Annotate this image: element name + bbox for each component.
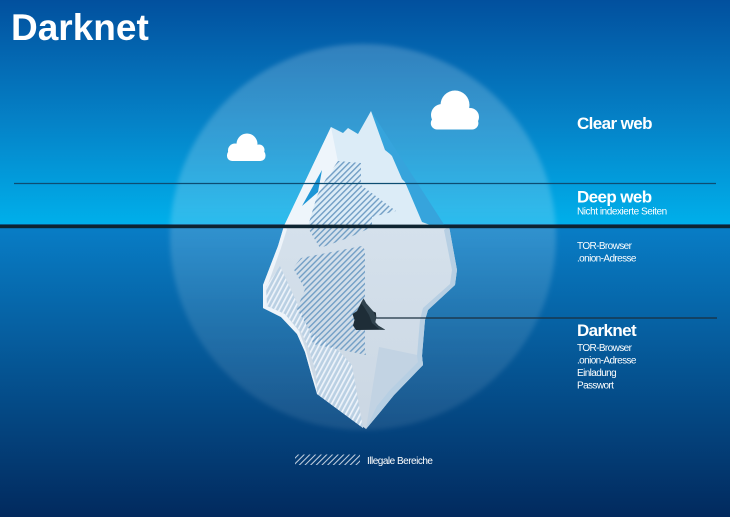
svg-text:Nicht indexierte Seiten: Nicht indexierte Seiten xyxy=(577,207,667,218)
svg-text:Deep web: Deep web xyxy=(577,188,652,207)
svg-text:Clear web: Clear web xyxy=(577,114,652,133)
svg-text:Darknet: Darknet xyxy=(11,7,149,48)
svg-text:.onion-Adresse: .onion-Adresse xyxy=(577,254,637,265)
svg-text:Einladung: Einladung xyxy=(577,368,616,379)
svg-text:TOR-Browser: TOR-Browser xyxy=(577,343,633,354)
svg-text:Illegale Bereiche: Illegale Bereiche xyxy=(367,456,433,467)
svg-text:TOR-Browser: TOR-Browser xyxy=(577,241,633,252)
svg-text:Passwort: Passwort xyxy=(577,381,614,392)
svg-text:.onion-Adresse: .onion-Adresse xyxy=(577,356,637,367)
svg-text:Darknet: Darknet xyxy=(577,321,637,340)
